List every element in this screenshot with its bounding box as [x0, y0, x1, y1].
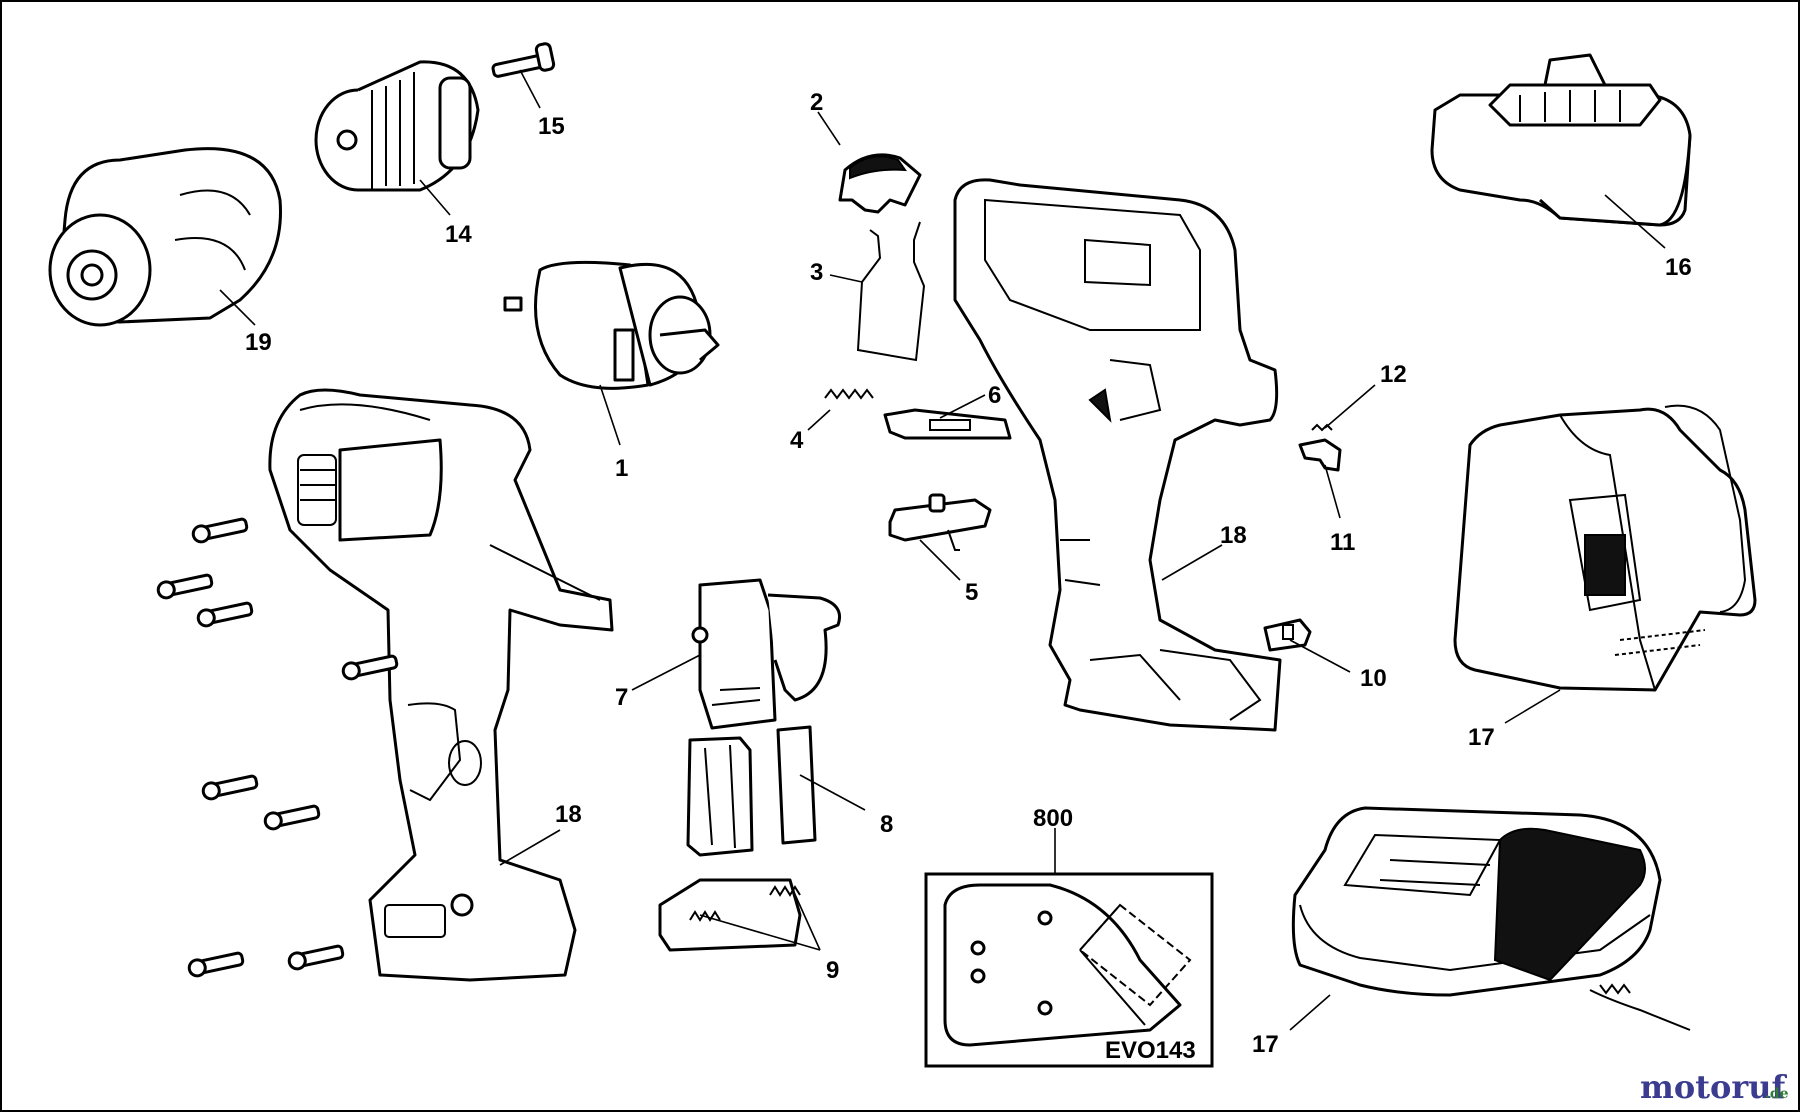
callout-14: 14	[445, 221, 472, 248]
part-16-battery-pack[interactable]	[1430, 53, 1692, 227]
callout-1: 1	[615, 455, 628, 482]
leader-lines	[219, 69, 1666, 1031]
callout-19: 19	[245, 329, 272, 356]
callout-11: 11	[1330, 529, 1355, 556]
callout-9: 9	[826, 957, 839, 984]
part-8-insulator[interactable]	[776, 725, 817, 845]
part-5-switch-actuator[interactable]	[888, 493, 992, 551]
callout-4: 4	[790, 427, 804, 454]
watermark-text: motoruf	[1640, 1068, 1787, 1106]
part-18-housing-right[interactable]	[953, 178, 1282, 732]
watermark-logo: motoruf .de	[1640, 1068, 1789, 1106]
part-7-switch-trigger[interactable]	[691, 578, 841, 730]
watermark-suffix: .de	[1765, 1086, 1789, 1102]
callout-numbers: 1 2 3 4 5 6 7 8 9 10 11 12 14 15 16 17 1…	[245, 89, 1692, 1058]
callout-15: 15	[538, 113, 565, 140]
callout-6: 6	[988, 382, 1001, 409]
kit-number-label: 800	[1033, 805, 1073, 832]
part-15-screw[interactable]	[491, 42, 556, 78]
part-9-terminal-springs[interactable]	[689, 885, 801, 922]
part-19-gearbox[interactable]	[48, 147, 282, 327]
part-12-small-spring[interactable]	[1311, 423, 1333, 432]
callout-12: 12	[1380, 361, 1407, 388]
part-2-direction-button[interactable]	[838, 153, 922, 214]
part-3-spring-clip[interactable]	[856, 221, 926, 362]
callout-3: 3	[810, 259, 823, 286]
part-17-charger-base[interactable]	[1291, 806, 1691, 1031]
callout-18-left: 18	[555, 801, 582, 828]
part-6-slider-plate[interactable]	[883, 408, 1012, 440]
callout-17-base: 17	[1252, 1031, 1279, 1058]
part-1-motor[interactable]	[503, 260, 720, 390]
callout-16: 16	[1665, 254, 1692, 281]
callout-18-right: 18	[1220, 522, 1247, 549]
callout-5: 5	[965, 579, 978, 606]
part-11-latch[interactable]	[1298, 438, 1342, 472]
part-800-kit-box[interactable]: EVO143	[924, 872, 1214, 1068]
housing-screws-left[interactable]	[156, 516, 399, 978]
part-17-charger-stand[interactable]	[1453, 404, 1757, 692]
part-14-keyless-chuck[interactable]	[314, 60, 480, 192]
part-4-spring[interactable]	[824, 388, 874, 400]
callout-17-stand: 17	[1468, 724, 1495, 751]
callout-7: 7	[615, 684, 628, 711]
battery-terminal-block[interactable]	[658, 736, 802, 952]
part-18-housing-left[interactable]	[268, 388, 614, 982]
part-10-clip[interactable]	[1263, 618, 1312, 652]
callout-2: 2	[810, 89, 823, 116]
callout-10: 10	[1360, 665, 1387, 692]
kit-sheet-code: EVO143	[1105, 1037, 1196, 1064]
callout-8: 8	[880, 811, 893, 838]
